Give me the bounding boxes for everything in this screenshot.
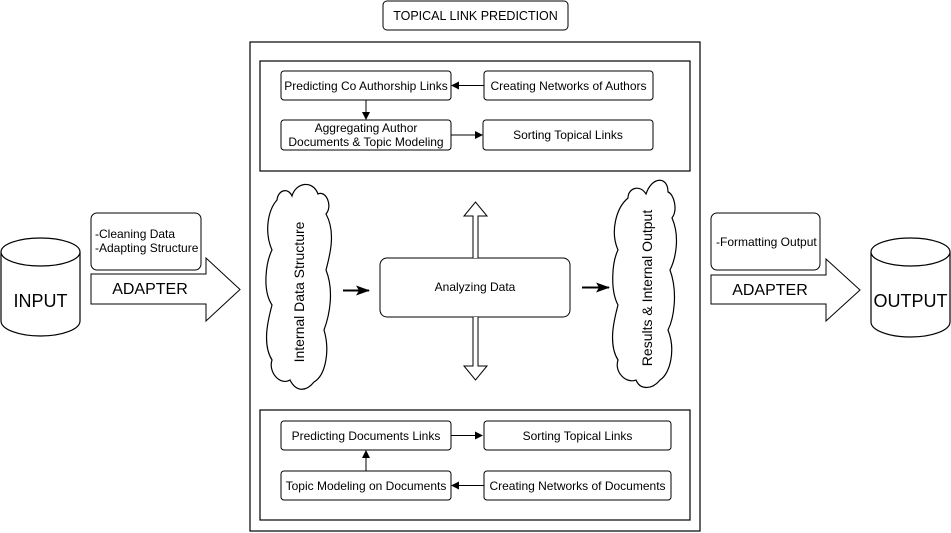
author-panel: Predicting Co Authorship Links Creating … bbox=[259, 60, 691, 172]
predicting-coauthorship-links-label: Predicting Co Authorship Links bbox=[284, 79, 447, 93]
topic-modeling-on-documents-label: Topic Modeling on Documents bbox=[286, 479, 447, 493]
input-label: INPUT bbox=[14, 291, 68, 311]
output-steps-box: -Formatting Output bbox=[710, 212, 821, 271]
output-adapter-label: ADAPTER bbox=[732, 282, 808, 299]
sorting-topical-links-author-label: Sorting Topical Links bbox=[513, 128, 623, 142]
output-database: OUTPUT bbox=[870, 237, 951, 338]
predicting-documents-links-node: Predicting Documents Links bbox=[280, 420, 452, 451]
input-database: INPUT bbox=[0, 237, 81, 337]
sorting-topical-links-document-label: Sorting Topical Links bbox=[523, 429, 633, 443]
adapting-structure-step: -Adapting Structure bbox=[95, 241, 199, 255]
title-box: TOPICAL LINK PREDICTION bbox=[382, 0, 569, 31]
formatting-output-step: -Formatting Output bbox=[716, 235, 817, 249]
down-arrow-to-document-panel bbox=[462, 317, 489, 381]
creating-networks-of-documents-label: Creating Networks of Documents bbox=[489, 479, 665, 493]
internal-data-structure-cloud: Internal Data Structure bbox=[265, 183, 333, 390]
aggregating-label-line1: Aggregating Author bbox=[315, 121, 418, 135]
predicting-coauthorship-links-node: Predicting Co Authorship Links bbox=[280, 70, 452, 101]
output-adapter-arrow: ADAPTER bbox=[710, 257, 861, 323]
creating-networks-of-authors-node: Creating Networks of Authors bbox=[483, 70, 654, 101]
internal-data-structure-label: Internal Data Structure bbox=[291, 221, 307, 362]
creating-networks-of-documents-node: Creating Networks of Documents bbox=[483, 470, 672, 501]
input-adapter-label: ADAPTER bbox=[112, 281, 188, 298]
topic-modeling-on-documents-node: Topic Modeling on Documents bbox=[280, 470, 452, 501]
results-internal-output-cloud: Results & Internal Output bbox=[611, 179, 678, 389]
analyzing-data-node: Analyzing Data bbox=[379, 257, 571, 318]
document-panel: Predicting Documents Links Sorting Topic… bbox=[259, 409, 691, 521]
sorting-topical-links-author-node: Sorting Topical Links bbox=[482, 119, 654, 151]
sorting-topical-links-document-node: Sorting Topical Links bbox=[483, 420, 672, 451]
aggregating-label-line2: Documents & Topic Modeling bbox=[288, 135, 443, 149]
cleaning-data-step: -Cleaning Data bbox=[95, 227, 175, 241]
input-adapter-arrow: ADAPTER bbox=[90, 256, 241, 323]
up-arrow-to-author-panel bbox=[462, 201, 489, 258]
results-internal-output-label: Results & Internal Output bbox=[639, 210, 655, 367]
input-steps-box: -Cleaning Data -Adapting Structure bbox=[90, 212, 202, 271]
predicting-documents-links-label: Predicting Documents Links bbox=[292, 429, 441, 443]
aggregating-author-documents-node: Aggregating Author Documents & Topic Mod… bbox=[280, 119, 452, 151]
analyzing-data-label: Analyzing Data bbox=[435, 280, 516, 294]
output-label: OUTPUT bbox=[874, 291, 948, 311]
creating-networks-of-authors-label: Creating Networks of Authors bbox=[490, 79, 646, 93]
diagram-title: TOPICAL LINK PREDICTION bbox=[393, 9, 558, 23]
